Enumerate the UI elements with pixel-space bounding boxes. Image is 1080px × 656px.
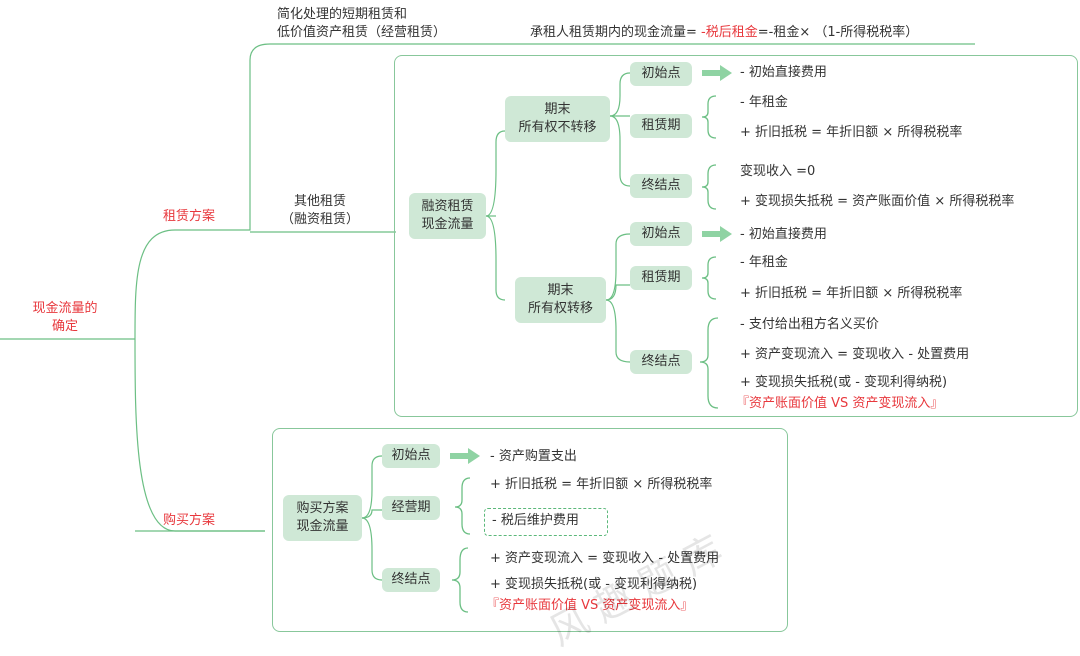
finance-lease-box: 融资租赁 现金流量 [409, 193, 486, 239]
case1-start-item: - 初始直接费用 [740, 65, 827, 80]
case2-arrow-icon [702, 226, 732, 242]
case1-arrow-icon [702, 65, 732, 81]
case2-period-item-2: + 折旧抵税 = 年折旧额 × 所得税税率 [740, 286, 963, 301]
short-lease-line1: 简化处理的短期租赁和 [277, 7, 408, 22]
case1-start-label: 初始点 [630, 62, 692, 86]
case2-end-note: 『资产账面价值 VS 资产变现流入』 [736, 396, 944, 411]
connector-lines [0, 43, 975, 613]
case2-end-item-1: - 支付给出租方名义买价 [740, 317, 879, 332]
case2-start-item: - 初始直接费用 [740, 227, 827, 242]
buy-operation-label: 经营期 [382, 496, 440, 520]
buy-arrow-icon [450, 448, 480, 464]
formula-prefix: 承租人租赁期内的现金流量= [530, 25, 702, 40]
buy-end-item-1: + 资产变现流入 = 变现收入 - 处置费用 [490, 551, 720, 566]
case2-end-item-3: + 变现损失抵税(或 - 变现利得纳税) [740, 375, 948, 390]
case2-start-label: 初始点 [630, 222, 692, 246]
buy-operation-dashed-box [484, 508, 608, 536]
buy-end-label: 终结点 [382, 568, 440, 592]
buy-start-label: 初始点 [382, 444, 440, 468]
short-lease-line2: 低价值资产租赁（经营租赁） [277, 25, 447, 40]
branch-lease: 租赁方案 [163, 209, 216, 224]
buy-end-item-2: + 变现损失抵税(或 - 变现利得纳税) [490, 577, 698, 592]
finance-lease-line2: 现金流量 [421, 217, 474, 232]
branch-buy: 购买方案 [163, 513, 216, 528]
buy-plan-box: 购买方案 现金流量 [283, 495, 362, 541]
root-line2: 确定 [51, 319, 78, 334]
case-transfer-line1: 期末 [547, 283, 574, 298]
case-no-transfer-line2: 所有权不转移 [518, 120, 597, 135]
other-lease-line1: 其他租赁 [293, 194, 346, 209]
short-lease-title: 简化处理的短期租赁和 低价值资产租赁（经营租赁） [277, 6, 446, 42]
root-topic: 现金流量的 确定 [10, 300, 120, 336]
root-line1: 现金流量的 [32, 301, 98, 316]
case1-end-label: 终结点 [630, 174, 692, 198]
buy-plan-line1: 购买方案 [296, 501, 349, 516]
finance-lease-frame [394, 55, 1078, 417]
buy-operation-item-1: + 折旧抵税 = 年折旧额 × 所得税税率 [490, 477, 713, 492]
formula-suffix: =-租金× （1-所得税税率） [757, 25, 919, 40]
case1-end-item-2: + 变现损失抵税 = 资产账面价值 × 所得税税率 [740, 194, 1015, 209]
finance-lease-line1: 融资租赁 [421, 199, 474, 214]
case2-end-item-2: + 资产变现流入 = 变现收入 - 处置费用 [740, 347, 970, 362]
buy-end-note: 『资产账面价值 VS 资产变现流入』 [486, 598, 694, 613]
buy-operation-dashed-item: - 税后维护费用 [492, 513, 579, 528]
case2-period-item-1: - 年租金 [740, 255, 788, 270]
case1-period-item-2: + 折旧抵税 = 年折旧额 × 所得税税率 [740, 125, 963, 140]
buy-plan-frame [272, 428, 788, 632]
case-no-transfer-box: 期末 所有权不转移 [505, 96, 610, 142]
case-transfer-box: 期末 所有权转移 [515, 277, 606, 323]
case1-period-item-1: - 年租金 [740, 95, 788, 110]
buy-plan-line2: 现金流量 [296, 519, 349, 534]
case-no-transfer-line1: 期末 [544, 102, 571, 117]
case1-period-label: 租赁期 [630, 114, 692, 138]
formula-highlight: -税后租金 [701, 25, 758, 40]
case-transfer-line2: 所有权转移 [527, 301, 593, 316]
other-lease-label: 其他租赁 （融资租赁） [265, 193, 375, 229]
buy-start-item: - 资产购置支出 [490, 449, 577, 464]
case1-end-item-1: 变现收入 =0 [740, 164, 816, 179]
case2-end-label: 终结点 [630, 350, 692, 374]
case2-period-label: 租赁期 [630, 266, 692, 290]
short-lease-formula: 承租人租赁期内的现金流量= -税后租金=-租金× （1-所得税税率） [530, 24, 918, 42]
other-lease-line2: （融资租赁） [280, 212, 359, 227]
